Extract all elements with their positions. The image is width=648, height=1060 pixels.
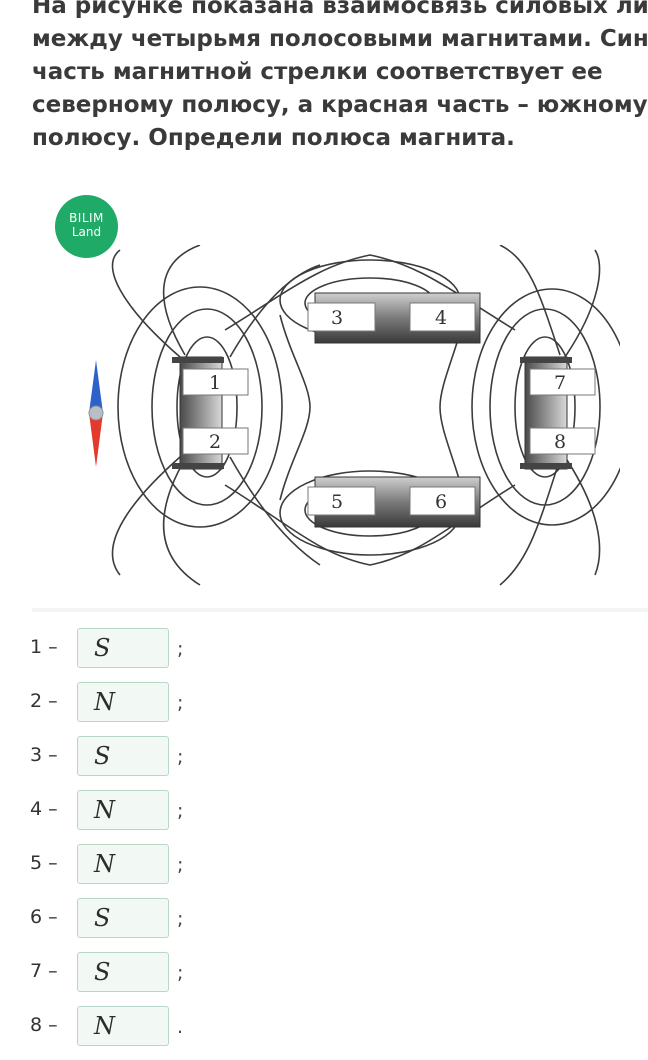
label-2: 2 — [209, 431, 221, 453]
answer-label: 8 – — [30, 1014, 58, 1036]
answer-label: 2 – — [30, 690, 58, 712]
answer-input-8[interactable]: N — [77, 1006, 169, 1046]
label-5: 5 — [331, 491, 343, 513]
magnet-top: 3 4 — [307, 292, 481, 344]
answer-separator: ; — [177, 800, 184, 822]
label-4: 4 — [435, 307, 447, 329]
answer-row-5: 5 – N ; — [30, 844, 230, 886]
logo-line-1: BILIM — [69, 211, 104, 225]
answer-input-7[interactable]: S — [77, 952, 169, 992]
answer-input-4[interactable]: N — [77, 790, 169, 830]
answer-input-3[interactable]: S — [77, 736, 169, 776]
question-text: На рисунке показана взаимосвязь силовых … — [32, 0, 648, 155]
answer-row-2: 2 – N ; — [30, 682, 230, 724]
label-3: 3 — [331, 307, 343, 329]
label-8: 8 — [554, 431, 566, 453]
answer-row-1: 1 – S ; — [30, 628, 230, 670]
answer-row-4: 4 – N ; — [30, 790, 230, 832]
answer-row-8: 8 – N . — [30, 1006, 230, 1048]
magnet-field-figure: 1 2 7 8 3 4 5 6 — [88, 245, 620, 586]
divider — [32, 608, 648, 612]
answer-row-6: 6 – S ; — [30, 898, 230, 940]
label-1: 1 — [209, 372, 221, 394]
answer-separator: ; — [177, 692, 184, 714]
label-6: 6 — [435, 491, 447, 513]
magnet-left: 1 2 — [172, 356, 249, 470]
answer-row-3: 3 – S ; — [30, 736, 230, 778]
answer-separator: ; — [177, 962, 184, 984]
compass-needle-icon — [88, 360, 104, 467]
answer-label: 5 – — [30, 852, 58, 874]
answer-label: 7 – — [30, 960, 58, 982]
question-line: северному полюсу, а красная часть – южно… — [32, 92, 648, 118]
answer-row-7: 7 – S ; — [30, 952, 230, 994]
magnet-right: 7 8 — [520, 356, 596, 470]
question-line: часть магнитной стрелки соответствует ее — [32, 59, 603, 85]
answer-separator: . — [177, 1016, 184, 1038]
answer-separator: ; — [177, 854, 184, 876]
answer-label: 4 – — [30, 798, 58, 820]
bilimland-logo: BILIM Land — [55, 195, 118, 258]
answer-input-2[interactable]: N — [77, 682, 169, 722]
question-line: На рисунке показана взаимосвязь силовых … — [32, 0, 648, 19]
answer-label: 1 – — [30, 636, 58, 658]
magnet-bottom: 5 6 — [307, 476, 481, 528]
logo-line-2: Land — [71, 225, 102, 239]
answer-input-1[interactable]: S — [77, 628, 169, 668]
answer-label: 3 – — [30, 744, 58, 766]
answer-separator: ; — [177, 638, 184, 660]
answer-input-6[interactable]: S — [77, 898, 169, 938]
answer-input-5[interactable]: N — [77, 844, 169, 884]
question-line: между четырьмя полосовыми магнитами. Син… — [32, 26, 648, 52]
answer-separator: ; — [177, 908, 184, 930]
answer-label: 6 – — [30, 906, 58, 928]
label-7: 7 — [554, 372, 566, 394]
question-line: полюсу. Определи полюса магнита. — [32, 125, 515, 151]
answer-separator: ; — [177, 746, 184, 768]
